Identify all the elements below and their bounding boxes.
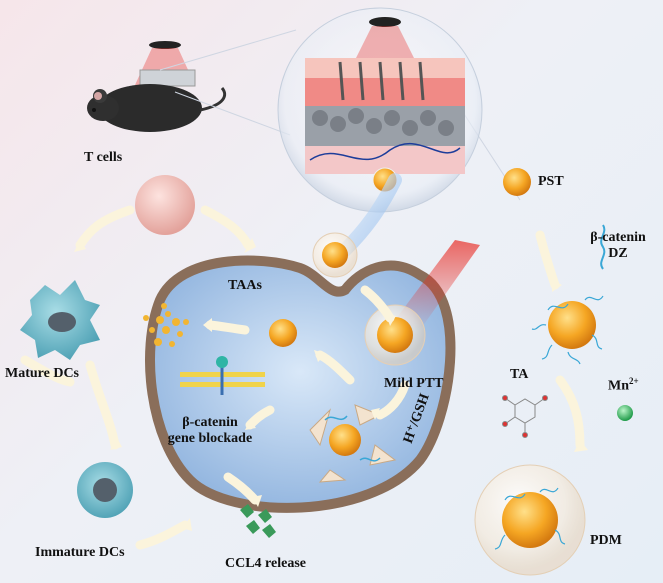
- arrow-heads: [74, 238, 588, 531]
- label-mn-base: Mn: [608, 378, 629, 394]
- label-ccl4-release: CCL4 release: [225, 556, 306, 571]
- label-mn: Mn2+: [608, 376, 639, 395]
- label-pst: PST: [538, 174, 564, 189]
- laser-glow: [395, 240, 480, 330]
- label-ta: TA: [510, 367, 529, 382]
- nanoparticle-entering: [312, 232, 358, 278]
- pdm-particle: [474, 464, 586, 576]
- dz-strand: [600, 224, 606, 270]
- label-taas: TAAs: [228, 278, 262, 293]
- label-pdm: PDM: [590, 533, 622, 548]
- taas-cluster: [143, 303, 189, 347]
- ccl4-particles: [240, 504, 276, 538]
- pst-particle: [503, 168, 531, 196]
- label-immature-dcs: Immature DCs: [35, 545, 125, 560]
- mouse-illustration: [87, 41, 227, 132]
- immature-dc: [77, 462, 133, 518]
- mature-dc: [20, 280, 100, 360]
- label-mature-dcs: Mature DCs: [5, 366, 80, 381]
- mn-ion: [617, 405, 633, 421]
- dz-loaded-particle: [531, 295, 604, 365]
- ta-molecule: [502, 395, 548, 438]
- label-dz-line2: DZ: [608, 246, 628, 261]
- label-mn-sup: 2+: [629, 376, 639, 386]
- nanoparticle-degrading: [309, 404, 397, 483]
- label-gene-blockade-line2: gene blockade: [167, 431, 253, 446]
- label-t-cells: T cells: [84, 150, 123, 165]
- label-beta-catenin-gene-blockade: β-catenin gene blockade: [145, 415, 275, 447]
- nanoparticle-internal: [364, 304, 426, 366]
- t-cell: [135, 175, 195, 235]
- label-gene-blockade-line1: β-catenin: [182, 415, 238, 430]
- label-beta-catenin-dz: β-catenin DZ: [578, 230, 658, 262]
- released-nanoparticle: [269, 319, 297, 347]
- tissue-bubble: [277, 7, 483, 213]
- membrane-receptor: [180, 356, 265, 395]
- label-dz-line1: β-catenin: [590, 230, 646, 245]
- label-mild-ptt: Mild PTT: [384, 376, 444, 391]
